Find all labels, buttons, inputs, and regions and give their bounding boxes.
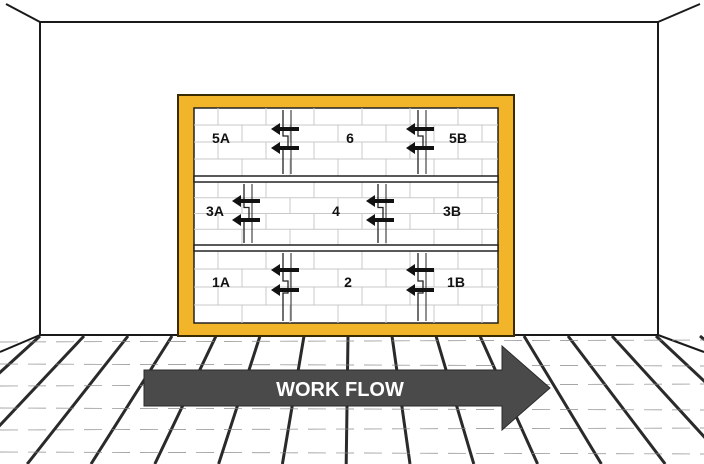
work-flow-label: WORK FLOW [276, 379, 404, 401]
panel-label-1b: 1B [447, 274, 465, 290]
panel-seams [232, 110, 434, 321]
row-dividers [193, 175, 499, 252]
left-arrow-icon [271, 264, 299, 276]
panel-label-6: 6 [346, 130, 354, 146]
left-arrow-icon [271, 284, 299, 296]
panel-label-1a: 1A [212, 274, 230, 290]
panel-label-4: 4 [332, 203, 340, 219]
brick-pattern [194, 108, 498, 323]
seam-connector [406, 253, 434, 321]
seam-connector [271, 253, 299, 321]
left-arrow-icon [406, 142, 434, 154]
left-arrow-icon [232, 195, 260, 207]
panel-label-5a: 5A [212, 130, 230, 146]
work-flow-arrow: WORK FLOW [143, 344, 551, 432]
left-arrow-icon [232, 214, 260, 226]
seam-connector [406, 110, 434, 174]
left-arrow-icon [406, 284, 434, 296]
left-arrow-icon [366, 214, 394, 226]
panel-label-3b: 3B [443, 203, 461, 219]
left-arrow-icon [406, 264, 434, 276]
left-arrow-icon [366, 195, 394, 207]
left-arrow-icon [271, 142, 299, 154]
left-arrow-icon [406, 123, 434, 135]
seam-connector [232, 184, 260, 243]
seam-connector [271, 110, 299, 174]
panel-label-2: 2 [344, 274, 352, 290]
panel-label-5b: 5B [449, 130, 467, 146]
seam-connector [366, 184, 394, 243]
panel-label-3a: 3A [206, 203, 224, 219]
left-arrow-icon [271, 123, 299, 135]
